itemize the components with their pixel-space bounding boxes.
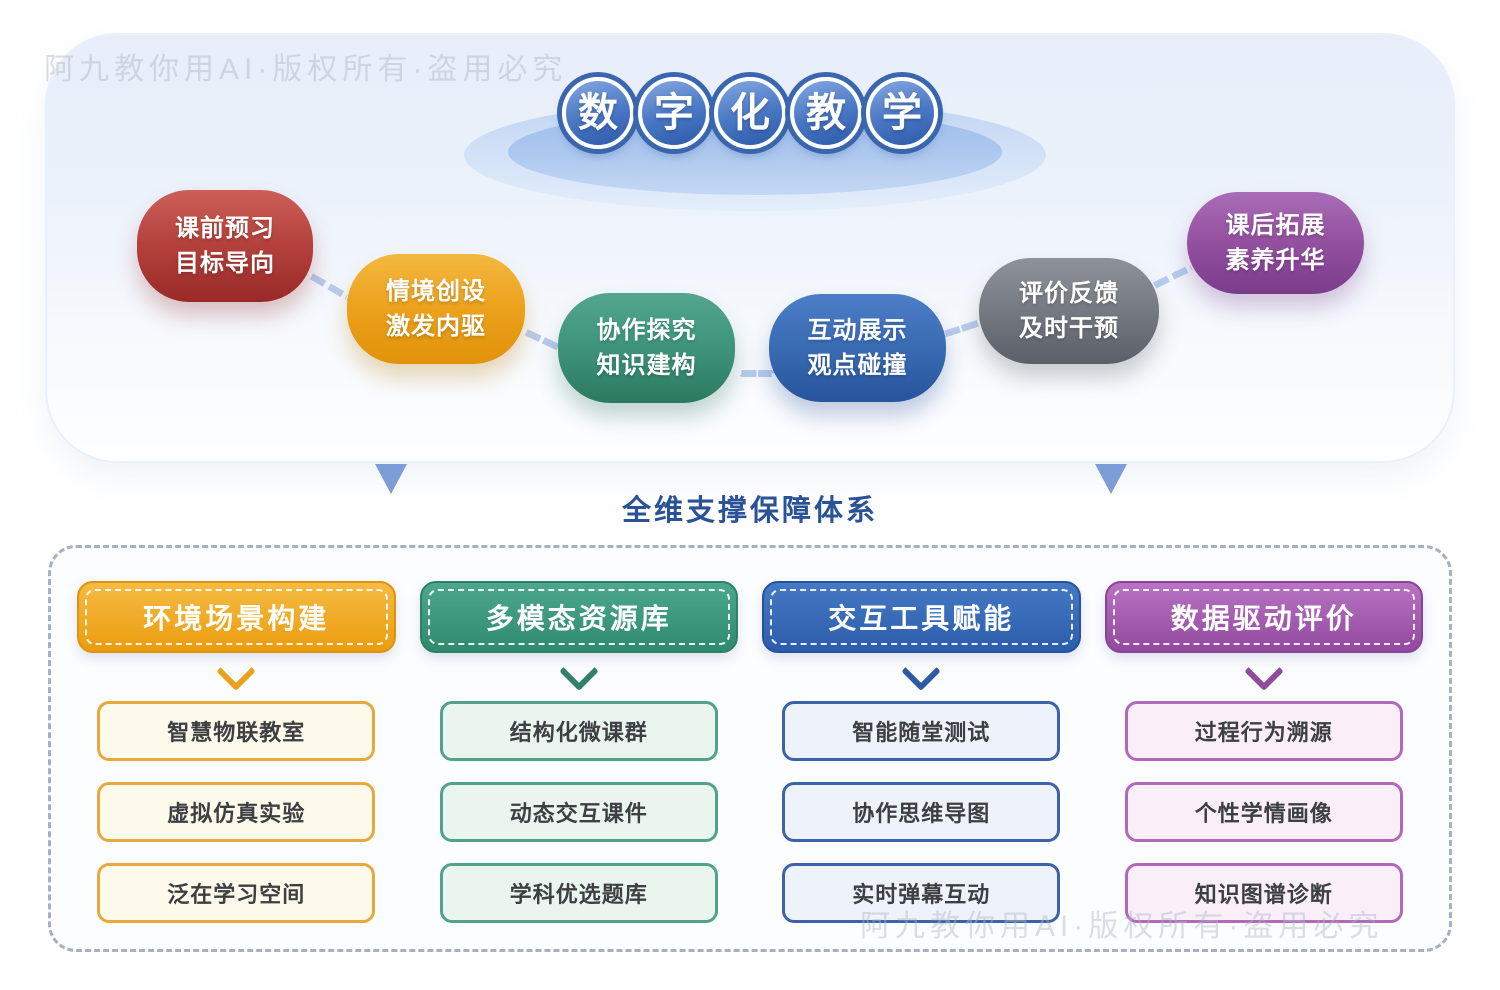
pillar-item: 学科优选题库 [439, 863, 718, 923]
pillar-tools: 交互工具赋能 智能随堂测试 协作思维导图 实时弹幕互动 [762, 581, 1081, 949]
flow-step-scenario: 情境创设 激发内驱 [347, 254, 525, 364]
title-char-circle-2: 字 [638, 77, 710, 149]
triangle-down-icon [1095, 464, 1127, 494]
flow-step-after-class: 课后拓展 素养升华 [1187, 192, 1364, 294]
arrow-gap [77, 651, 396, 701]
flow-step-line: 及时干预 [1019, 315, 1119, 342]
pillar-item: 知识图谱诊断 [1124, 863, 1403, 923]
flow-step-interaction: 互动展示 观点碰撞 [769, 294, 946, 402]
flow-step-collaboration: 协作探究 知识建构 [558, 293, 735, 403]
chevron-down-icon [558, 651, 599, 692]
flow-step-evaluation: 评价反馈 及时干预 [979, 258, 1159, 364]
title-char-circle-3: 化 [714, 77, 786, 149]
title-char-circle-1: 数 [562, 77, 634, 149]
arrow-gap [1105, 651, 1424, 701]
support-system-panel: 环境场景构建 智慧物联教室 虚拟仿真实验 泛在学习空间 多模态资源库 结构化微课… [48, 545, 1452, 952]
title-char-circle-4: 教 [790, 77, 862, 149]
title-char: 教 [806, 91, 846, 135]
chevron-down-icon [1243, 651, 1284, 692]
flow-step-line: 协作探究 [596, 317, 697, 344]
arrow-gap [762, 651, 1081, 701]
pillar-header: 数据驱动评价 [1104, 581, 1423, 653]
flow-step-line: 课前预习 [175, 215, 275, 242]
pillar-item: 过程行为溯源 [1124, 701, 1403, 761]
pillar-item: 个性学情画像 [1124, 782, 1403, 842]
pillar-item: 结构化微课群 [439, 701, 718, 761]
title-char-circle-5: 学 [866, 77, 938, 149]
title-char: 化 [730, 91, 770, 135]
flow-step-line: 互动展示 [807, 317, 908, 344]
pillar-environment: 环境场景构建 智慧物联教室 虚拟仿真实验 泛在学习空间 [77, 581, 396, 949]
flow-step-pre-class: 课前预习 目标导向 [137, 190, 313, 302]
flow-step-line: 知识建构 [596, 352, 697, 379]
pillar-header: 环境场景构建 [77, 581, 396, 653]
flow-step-line: 素养升华 [1225, 247, 1326, 274]
pillar-item: 动态交互课件 [439, 782, 718, 842]
pillar-item: 智能随堂测试 [782, 701, 1061, 761]
flow-step-line: 观点碰撞 [807, 352, 908, 379]
pillar-item: 智慧物联教室 [97, 701, 376, 761]
pillar-data-evaluation: 数据驱动评价 过程行为溯源 个性学情画像 知识图谱诊断 [1104, 581, 1424, 949]
pillar-header: 交互工具赋能 [762, 581, 1081, 653]
teaching-flow-panel: 数 字 化 教 学 课前预习 目标导向 情境创设 激发内驱 协作探究 知识建构 … [45, 33, 1455, 463]
title-char: 字 [654, 91, 694, 135]
chevron-down-icon [216, 651, 257, 692]
flow-step-line: 评价反馈 [1019, 280, 1119, 307]
title-char: 学 [882, 91, 922, 135]
pillar-header: 多模态资源库 [419, 581, 738, 653]
arrow-gap [420, 651, 739, 701]
pillar-item: 协作思维导图 [782, 782, 1061, 842]
flow-step-line: 目标导向 [175, 250, 275, 277]
title-char: 数 [578, 91, 618, 135]
flow-step-line: 情境创设 [386, 278, 486, 305]
flow-connector-3 [739, 370, 775, 377]
flow-step-line: 激发内驱 [386, 313, 486, 340]
support-system-title: 全维支撑保障体系 [621, 495, 878, 527]
pillar-item: 虚拟仿真实验 [97, 782, 376, 842]
pillar-item: 泛在学习空间 [97, 863, 376, 923]
triangle-down-icon [375, 464, 407, 494]
pillar-resources: 多模态资源库 结构化微课群 动态交互课件 学科优选题库 [419, 581, 739, 949]
flow-step-line: 课后拓展 [1225, 212, 1326, 239]
chevron-down-icon [901, 651, 942, 692]
pillar-item: 实时弹幕互动 [782, 863, 1061, 923]
